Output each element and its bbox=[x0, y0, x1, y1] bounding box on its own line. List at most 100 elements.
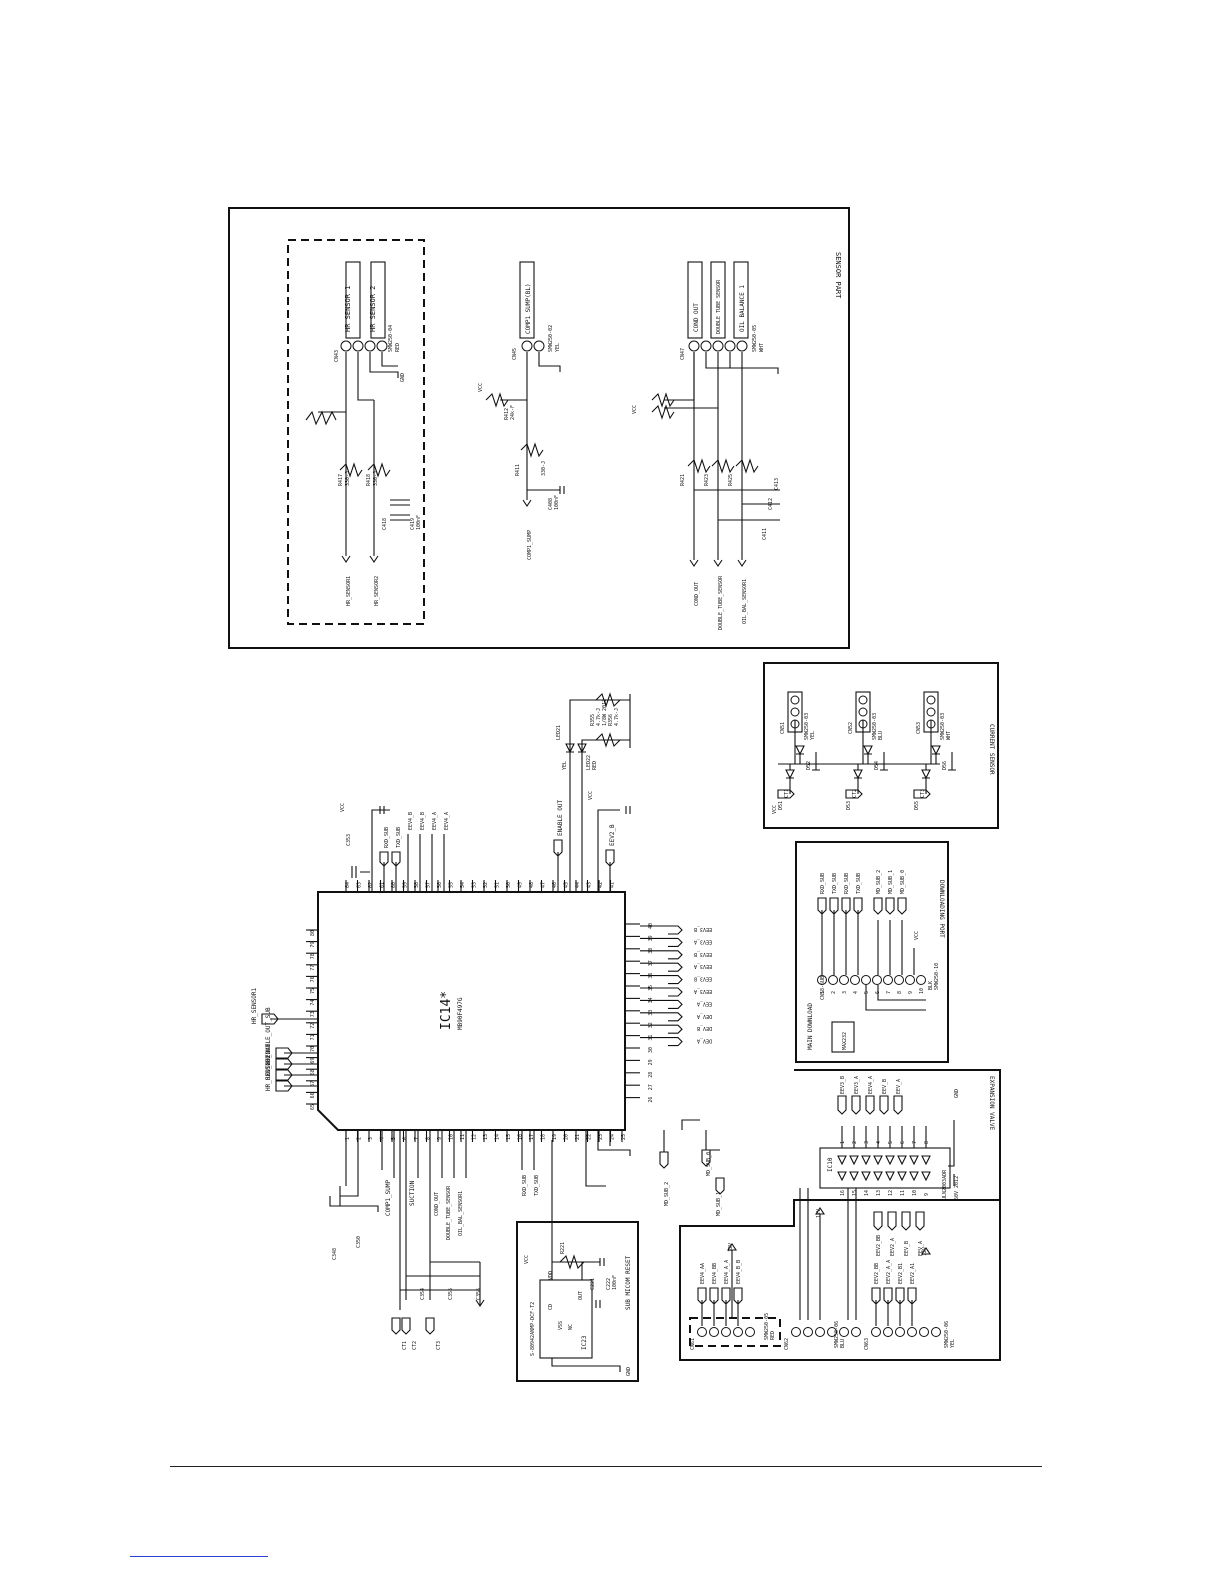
uln-bottom-pin: 15 bbox=[852, 1190, 858, 1196]
download-pin bbox=[839, 975, 849, 985]
ic-top-pin-number: 45 bbox=[564, 882, 570, 888]
comp-sump-connector: COMP1 SUMP(BL) CN45 SMW250-02 YEL R412 2… bbox=[478, 261, 565, 560]
cond-out-label: COND OUT bbox=[693, 303, 700, 332]
md-sub-0-net: MD_SUB_0 bbox=[706, 1152, 712, 1176]
top-net-rxd-sub: RXD_SUB bbox=[384, 827, 390, 848]
c412-ref: C412 bbox=[768, 498, 774, 510]
valve-net-flag bbox=[851, 1095, 861, 1115]
cn58-ref: CN58-SUB bbox=[820, 976, 826, 1000]
c408-ref: C408 bbox=[548, 498, 554, 510]
ct-ground bbox=[948, 752, 956, 771]
top-net-eev4-a: EEV4_A bbox=[432, 812, 438, 830]
valve-top-net: EEV3_B bbox=[840, 1076, 846, 1094]
uln-bottom-pin: 12 bbox=[888, 1190, 894, 1196]
download-net-label: RXD_SUB bbox=[820, 873, 826, 894]
ct-ground bbox=[812, 752, 820, 771]
right-net-label: DEV_A bbox=[697, 1038, 712, 1044]
ct-connector-ref: CN53 bbox=[916, 722, 922, 734]
download-pin bbox=[894, 975, 904, 985]
eev-connector-pin bbox=[815, 1327, 825, 1337]
hr-sensor-1-label: HR SENSOR 1 bbox=[344, 286, 352, 332]
hr-sensor-connector: HR SENSOR 1 HR SENSOR 2 CN43 SMW250-04 R… bbox=[334, 261, 406, 382]
ic-top-pin-number: 50 bbox=[506, 882, 512, 888]
ic10-ref: IC10 bbox=[827, 1157, 834, 1172]
r356-ref: R356 bbox=[608, 714, 614, 726]
expansion-valve-block: EXPANSION VALVE IC10 ULN2003ADR 50V 2012… bbox=[679, 1069, 1001, 1361]
c353-ref: C353 bbox=[346, 834, 352, 846]
led21-ref: LED21 bbox=[556, 725, 562, 740]
eev-connector-pin bbox=[871, 1327, 881, 1337]
cn43-part: SMW250-04 bbox=[388, 325, 394, 352]
eev-net-label: EEV4_A_A bbox=[724, 1260, 730, 1284]
diode-ref: D53 bbox=[846, 801, 852, 810]
status-leds: LED21 YEL LED22 RED R355 4.7k-J R356 4.7… bbox=[556, 692, 631, 892]
ct-connector-pin bbox=[926, 695, 936, 705]
ct-ground bbox=[880, 752, 888, 771]
ic14-ref: IC14* bbox=[439, 991, 454, 1030]
ct-connector-ref: CN51 bbox=[780, 722, 786, 734]
comp-sump-label: COMP1 SUMP(BL) bbox=[525, 283, 532, 334]
uln-bottom-pin: 16 bbox=[840, 1190, 846, 1196]
ct-connector-part: SMW250-03 bbox=[940, 713, 946, 740]
uln-top-pin: 4 bbox=[876, 1141, 882, 1144]
download-net-flag bbox=[873, 897, 883, 915]
reset-vcc: VCC bbox=[524, 1255, 530, 1264]
footer-link-underline[interactable] bbox=[130, 1556, 268, 1557]
cn58-color: BLK bbox=[928, 981, 934, 990]
main-microcontroller: IC14* MB90F497G 807978777675747372717069… bbox=[251, 791, 725, 1350]
eev-connector-pin bbox=[883, 1327, 893, 1337]
uln-channel bbox=[861, 1126, 871, 1182]
max232-label: MAX232 bbox=[842, 1032, 848, 1050]
ic-bottom-pin-number: 2 bbox=[357, 1137, 363, 1140]
download-net-flag bbox=[829, 897, 839, 915]
valve-net-flag bbox=[865, 1095, 875, 1115]
footer-divider bbox=[170, 1466, 1042, 1467]
misc-sensor-connector: COND OUT DOUBLE TUBE SENSOR OIL BALANCE … bbox=[632, 261, 780, 630]
ic-left-pin-number: 71 bbox=[310, 1034, 316, 1040]
top-net-enable-out: ENABLE OUT bbox=[557, 799, 564, 836]
eev-connector-ref: CN62 bbox=[784, 1338, 790, 1350]
uln-bottom-pin: 11 bbox=[900, 1190, 906, 1196]
hr-sensor2-net: HR_SENSOR2 bbox=[374, 576, 380, 606]
eev-net-label: EEV2_A1 bbox=[910, 1263, 916, 1284]
cn63-part: SMW250-06 bbox=[944, 1321, 950, 1348]
left-net-rxd-out: RXD_OUT bbox=[265, 1054, 272, 1080]
eev-net-label: EEV2_BB bbox=[874, 1263, 880, 1284]
ic-left-pin-number: 73 bbox=[310, 1011, 316, 1017]
ct-connector-pin bbox=[858, 707, 868, 717]
eev-net-flag bbox=[871, 1287, 881, 1326]
ic23-pin-cd: CD bbox=[548, 1304, 554, 1310]
led21-color: YEL bbox=[562, 761, 568, 770]
right-net-label: EEV3_B bbox=[694, 926, 712, 932]
right-net-label: EEV3_A bbox=[694, 938, 712, 944]
hr-sensor-2-label: HR SENSOR 2 bbox=[369, 286, 377, 332]
ic-bottom-pin-number: 13 bbox=[483, 1134, 489, 1140]
cs-vcc: VCC bbox=[772, 805, 778, 814]
eev-net-flag bbox=[733, 1287, 743, 1326]
right-net-label: EEV3_B bbox=[694, 951, 712, 957]
right-net-label: EEV3_A bbox=[694, 988, 712, 994]
download-net-label: MD_SUB_2 bbox=[876, 870, 882, 894]
ic-top-pin-number: 53 bbox=[472, 882, 478, 888]
r412-value: 24k-F bbox=[510, 405, 516, 420]
ic-top-pin-number: 51 bbox=[495, 882, 501, 888]
ic14-right-net-group: EEV3_BEEV3_AEEV3_BEEV3_AEEV3_BEEV3_AEEV_… bbox=[640, 925, 712, 1047]
right-net-label: EEV3_A bbox=[694, 963, 712, 969]
ic-bottom-pin-number: 7 bbox=[414, 1137, 420, 1140]
ic-bottom-pin-number: 10 bbox=[449, 1134, 455, 1140]
ic-bottom-pin-number: 23 bbox=[598, 1134, 604, 1140]
eev-net-label: EEV2_A_A bbox=[886, 1260, 892, 1284]
ev-12v-3: 12V bbox=[922, 1247, 928, 1256]
c355-ref: C355 bbox=[448, 1288, 454, 1300]
sensor-part-title: SENSOR PART bbox=[834, 252, 842, 299]
ic-bottom-pin-number: 1 bbox=[345, 1137, 351, 1140]
uln-channel bbox=[885, 1126, 895, 1182]
ic-left-pin-number: 72 bbox=[310, 1023, 316, 1029]
ic14-pin-group: 8079787776757473727170696867666540393837… bbox=[306, 880, 654, 1142]
uln-channel bbox=[849, 1126, 859, 1182]
ic-left-pin-number: 68 bbox=[310, 1069, 316, 1075]
download-pin bbox=[916, 975, 926, 985]
valve-net-flag bbox=[893, 1095, 903, 1115]
sub-micom-reset-block: SUB MICOM RESET IC23 S-80942ANMP-DCF-T2 … bbox=[516, 1140, 639, 1382]
